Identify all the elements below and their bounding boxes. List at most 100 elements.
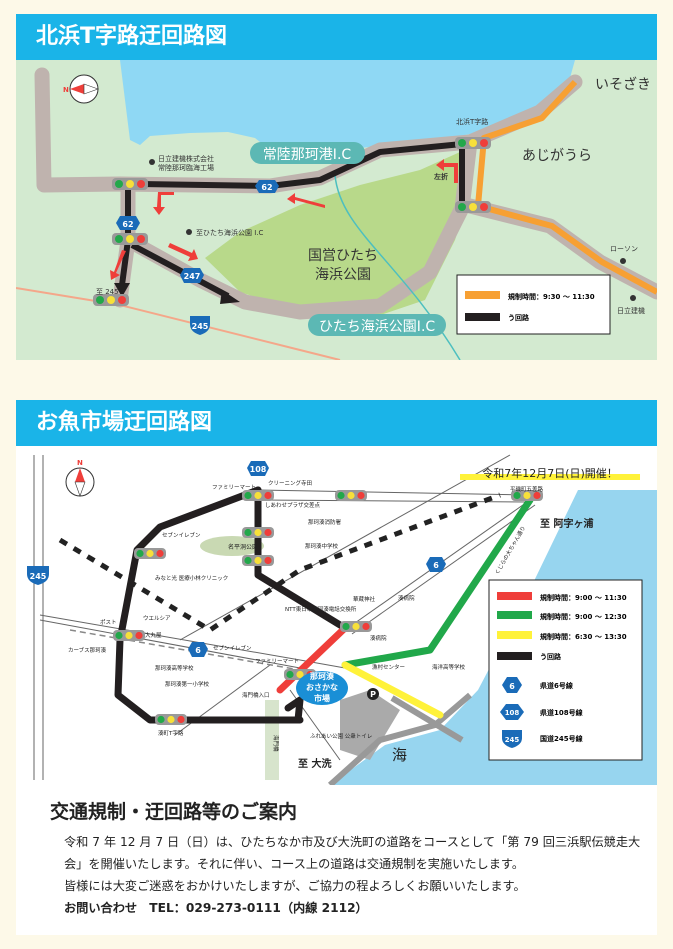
market-label: おさかな — [306, 683, 338, 692]
traffic-lights — [113, 490, 543, 725]
label: セブンイレブン — [213, 644, 252, 652]
shield-245-icon: 245 — [505, 736, 520, 744]
label-to-ic: 至ひたち海浜公園 I.C — [196, 228, 264, 237]
compass-n: N — [77, 459, 83, 467]
label: NTT東日本那珂湊電話交換所 — [285, 605, 357, 613]
label-isozaki: いそざき — [595, 76, 651, 93]
label: セブンイレブン — [162, 531, 201, 539]
route-shields: 62 62 247 245 — [116, 180, 279, 335]
map-labels: ファミリーマート クリーニング寺田 しあわせプラザ交差点 セブンイレブン 名平洞… — [68, 479, 593, 770]
label: 漁村センター — [372, 663, 405, 671]
compass: N — [65, 459, 95, 497]
map2-legend: 規制時間：9:00 ～ 11:30 規制時間：9:00 ～ 12:30 規制時間… — [488, 579, 643, 761]
legend-label: 規制時間：9:00 ～ 11:30 — [540, 593, 627, 602]
label: カーブス那珂湊 — [68, 646, 107, 654]
legend-label: 規制時間：6:30 ～ 13:30 — [540, 632, 627, 641]
legend-label: 県道108号線 — [540, 708, 583, 717]
label: 名平洞公園 — [228, 543, 258, 551]
label: みなと光 医療小林クリニック — [155, 574, 228, 582]
kitahama-detour-map: 62 62 247 245 N 常陸那珂港I.C ひたち海浜公園I.C 国営ひた… — [16, 60, 657, 360]
label: ファミリーマート — [255, 658, 299, 665]
label-ajigaura: あじがうら — [522, 148, 592, 164]
legend-label: 県道6号線 — [540, 681, 573, 690]
fish-market-detour-map: 108 6 6 245 N 令和7年12月7日(日)開催！ 那珂湊 おさかな 市… — [16, 447, 657, 785]
shield-6: 6 — [195, 646, 201, 655]
label-left-turn: 左折 — [433, 172, 448, 181]
label: 海洋高等学校 — [432, 663, 466, 671]
label-to-245: 至 245 — [96, 288, 119, 296]
shield-245: 245 — [30, 572, 47, 581]
legend-label: 国道245号線 — [540, 734, 583, 743]
label: しあわせプラザ交差点 — [265, 501, 321, 509]
arrow-icon — [220, 290, 240, 304]
pier — [390, 695, 464, 743]
pier — [327, 692, 472, 785]
compass: N — [63, 74, 99, 104]
label: 華蔵神社 — [353, 595, 376, 603]
shield-6: 6 — [433, 561, 439, 570]
market-label: 市場 — [314, 693, 330, 703]
event-date: 令和7年12月7日(日)開催！ — [482, 466, 618, 480]
shield-6-icon: 6 — [509, 682, 515, 691]
park-area — [200, 536, 264, 556]
label: 大丸屋 — [145, 631, 162, 639]
label: クリーニング寺田 — [268, 479, 312, 487]
compass-n: N — [63, 86, 69, 94]
label-hitachi-kenki: 日立建機 — [617, 306, 645, 315]
legend-label: う回路 — [540, 652, 562, 661]
label-hitachi: 日立建機株式会社 — [158, 154, 214, 163]
label-to-oarai: 至 大洗 — [298, 757, 331, 770]
legend-label: う回路 — [508, 313, 530, 322]
label: 那珂湊消防署 — [308, 518, 342, 526]
sea — [110, 60, 575, 158]
label-sea: 海 — [392, 746, 407, 764]
label: 那珂湊第一小学校 — [165, 680, 210, 688]
event-underline — [460, 474, 640, 480]
shield-245: 245 — [192, 322, 209, 331]
ic-label-hitachinaka-port: 常陸那珂港I.C — [263, 147, 352, 163]
label-to-ajigaura: 至 阿字ヶ浦 — [540, 517, 593, 530]
notice-title: 交通規制・迂回路等のご案内 — [50, 801, 298, 823]
parking-icon — [367, 688, 379, 700]
map-labels: 国営ひたち 海浜公園 いそざき あじがうら 北浜T字路 左折 日立建機株式会社 … — [96, 76, 651, 315]
notice-paragraph: 皆様には大変ご迷惑をおかけいたしますが、ご協力の程よろしくお願いいたします。 — [64, 879, 526, 893]
legend-label: 規制時間：9:30 ～ 11:30 — [508, 292, 595, 301]
label: 平磯町五差路 — [510, 485, 544, 493]
label: ふれあい公園 公衆トイレ — [310, 732, 372, 740]
railway — [58, 492, 501, 633]
label-lawson: ローソン — [610, 245, 638, 253]
shield-247: 247 — [184, 272, 201, 281]
label: 湊町T字路 — [158, 729, 184, 737]
label: 海門橋入口 — [242, 691, 270, 699]
notice-paragraph: 令和 7 年 12 月 7 日（日）は、ひたちなか市及び大洗町の道路をコースとし… — [64, 835, 641, 871]
parking-label: P — [370, 690, 376, 699]
market-marker — [296, 671, 348, 705]
label-t-junction: 北浜T字路 — [456, 117, 488, 126]
label: ファミリーマート — [212, 484, 256, 491]
shield-62: 62 — [261, 183, 272, 192]
shield-108-icon: 108 — [505, 709, 520, 717]
route-shields: 108 6 6 245 — [27, 461, 446, 657]
label: ウエルシア — [143, 614, 171, 622]
map1-title: 北浜T字路迂回路図 — [16, 14, 657, 60]
label: 那珂湊高等学校 — [155, 664, 194, 672]
traffic-lights — [93, 137, 491, 306]
label: ポスト — [100, 619, 117, 626]
label-hitachi: 常陸那珂臨海工場 — [158, 163, 214, 172]
section-line — [69, 629, 301, 671]
ic-label-seaside-park: ひたち海浜公園I.C — [319, 319, 436, 335]
legend-label: 規制時間：9:00 ～ 12:30 — [540, 612, 627, 621]
red-arrows — [110, 159, 458, 280]
label: 湊病院 — [398, 594, 415, 602]
market-building — [340, 690, 400, 760]
road-245 — [16, 287, 341, 360]
label-park: 国営ひたち — [308, 248, 378, 264]
map2-title: お魚市場迂回路図 — [16, 400, 657, 446]
label-park: 海浜公園 — [315, 267, 371, 283]
label: 那珂湊中学校 — [305, 542, 339, 550]
notice-section: 交通規制・迂回路等のご案内 令和 7 年 12 月 7 日（日）は、ひたちなか市… — [16, 785, 657, 935]
ic-badge — [308, 314, 446, 336]
ic-badge — [250, 142, 365, 164]
shield-62: 62 — [122, 220, 133, 229]
arrow-icon — [114, 283, 130, 297]
